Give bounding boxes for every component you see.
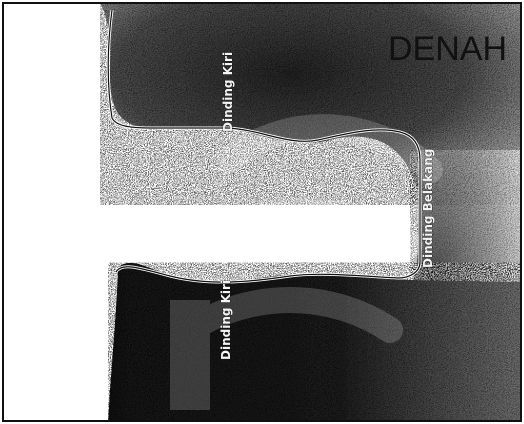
wall-left-upper-label: Dinding Kiri [221, 52, 235, 132]
wall-left-lower-label: Dinding Kiri [219, 280, 233, 360]
wall-back-label: Dinding Belakang [421, 149, 435, 268]
plan-title: DENAH [388, 30, 507, 68]
